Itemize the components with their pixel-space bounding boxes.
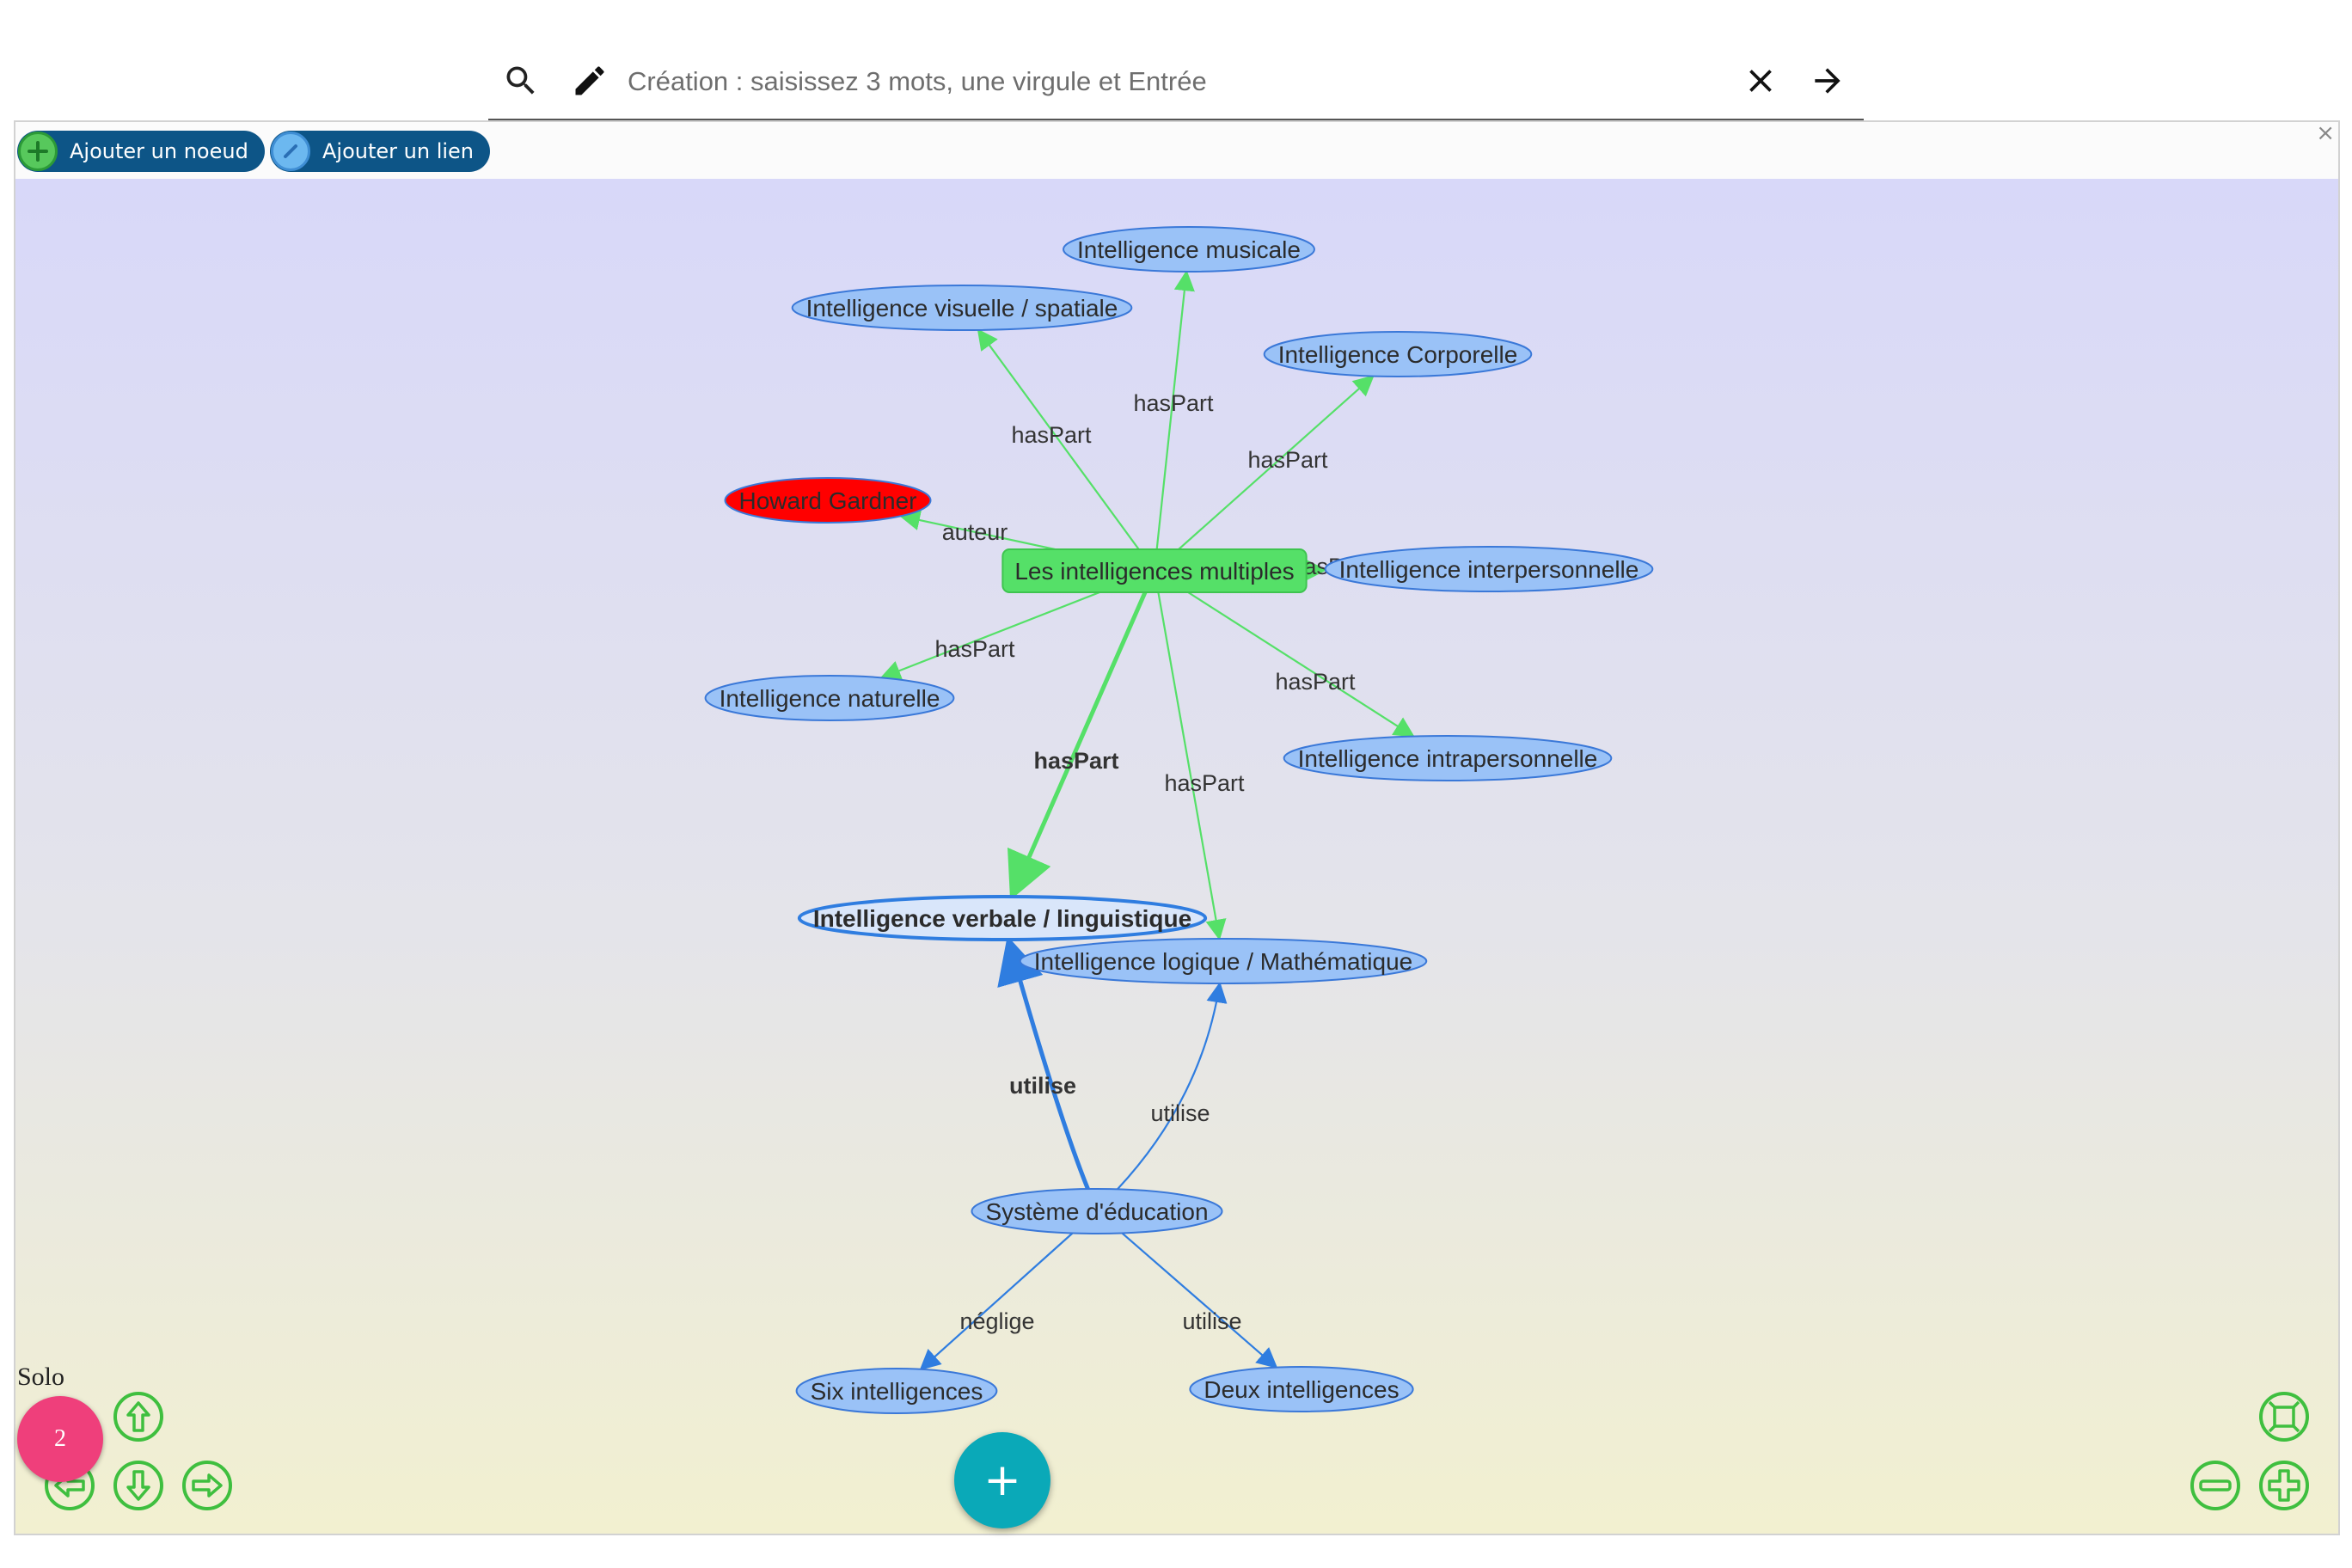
node-deux[interactable]: Deux intelligences <box>1189 1366 1414 1412</box>
node-corporelle[interactable]: Intelligence Corporelle <box>1263 331 1533 377</box>
node-layer: Les intelligences multiplesIntelligence … <box>704 226 1654 1414</box>
edge-label: auteur <box>942 519 1008 545</box>
edge-center-naturelle[interactable] <box>879 591 1100 681</box>
node-label: Six intelligences <box>811 1378 983 1405</box>
node-musicale[interactable]: Intelligence musicale <box>1063 226 1315 273</box>
arrow-right-icon[interactable] <box>1809 62 1847 100</box>
edge-label-layer: hasPart hasPart hasPart auteur hasPart hasPar… <box>934 390 1371 1334</box>
link-icon <box>271 132 310 171</box>
edge-label: utilise <box>1009 1073 1076 1099</box>
edge-label: néglige <box>959 1308 1034 1334</box>
search-input[interactable] <box>626 57 1747 107</box>
node-label: Les intelligences multiples <box>1014 558 1294 585</box>
zoom-in-icon[interactable] <box>2258 1460 2310 1511</box>
graph-toolbar: Ajouter un noeud Ajouter un lien × <box>15 122 2338 180</box>
node-gardner[interactable]: Howard Gardner <box>724 477 932 524</box>
edge-center-verbale[interactable] <box>1007 591 1148 901</box>
node-interpersonnelle[interactable]: Intelligence interpersonnelle <box>1324 546 1654 592</box>
edge-center-intrapersonnelle[interactable] <box>1187 591 1415 738</box>
edge-center-visuelle[interactable] <box>977 328 1140 550</box>
node-education[interactable]: Système d'éducation <box>971 1188 1223 1234</box>
node-label: Intelligence verbale / linguistique <box>813 905 1191 932</box>
add-link-button[interactable]: Ajouter un lien <box>270 131 490 172</box>
graph-panel: Ajouter un noeud Ajouter un lien × hasPa… <box>14 120 2340 1535</box>
node-label: Deux intelligences <box>1204 1376 1399 1403</box>
concept-map[interactable]: hasPart hasPart hasPart auteur hasPart hasPar… <box>15 179 2340 1535</box>
pencil-icon[interactable] <box>571 62 609 100</box>
node-visuelle[interactable]: Intelligence visuelle / spatiale <box>791 285 1133 331</box>
node-label: Intelligence Corporelle <box>1278 341 1518 368</box>
node-label: Intelligence naturelle <box>720 685 940 712</box>
edge-label: hasPart <box>1011 422 1092 448</box>
edge-label: utilise <box>1182 1308 1241 1334</box>
edge-center-gardner[interactable] <box>898 510 1056 551</box>
edge-education-six[interactable] <box>919 1232 1074 1371</box>
node-center[interactable]: Les intelligences multiples <box>1001 548 1308 593</box>
node-label: Intelligence visuelle / spatiale <box>806 295 1118 322</box>
arrow-right-nav-icon[interactable] <box>181 1460 233 1511</box>
node-label: Howard Gardner <box>739 487 917 514</box>
edge-label: hasPart <box>934 636 1015 662</box>
edge-education-deux[interactable] <box>1121 1232 1278 1369</box>
graph-canvas[interactable]: hasPart hasPart hasPart auteur hasPart hasPar… <box>15 179 2340 1535</box>
node-naturelle[interactable]: Intelligence naturelle <box>704 675 955 721</box>
node-six[interactable]: Six intelligences <box>795 1368 998 1414</box>
fit-view-icon[interactable] <box>2258 1391 2310 1442</box>
edge-education-logique[interactable] <box>1117 982 1228 1191</box>
edge-label: hasPart <box>1133 390 1214 416</box>
edge-center-logique[interactable] <box>1157 591 1227 940</box>
node-label: Intelligence interpersonnelle <box>1339 556 1639 583</box>
edge-label: hasPart <box>1164 770 1245 796</box>
add-node-label: Ajouter un noeud <box>70 139 248 163</box>
node-verbale[interactable]: Intelligence verbale / linguistique <box>797 895 1208 941</box>
notification-badge[interactable]: 2 <box>17 1396 103 1482</box>
edge-education-verbale[interactable] <box>997 935 1090 1191</box>
search-icon[interactable] <box>502 62 540 100</box>
edge-label: hasPart <box>1247 447 1328 473</box>
zoom-out-icon[interactable] <box>2190 1460 2241 1511</box>
add-link-label: Ajouter un lien <box>322 139 475 163</box>
edge-label: utilise <box>1150 1100 1210 1126</box>
search-bar <box>488 43 1864 120</box>
node-label: Système d'éducation <box>985 1198 1208 1225</box>
node-label: Intelligence musicale <box>1077 236 1301 263</box>
edge-center-musicale[interactable] <box>1155 269 1195 550</box>
node-label: Intelligence intrapersonnelle <box>1298 745 1598 772</box>
clear-icon[interactable] <box>1742 62 1779 100</box>
add-circle-icon <box>18 132 58 171</box>
close-panel-icon[interactable]: × <box>2316 120 2335 146</box>
node-logique[interactable]: Intelligence logique / Mathématique <box>1019 938 1428 984</box>
add-fab-button[interactable]: + <box>954 1432 1050 1528</box>
edge-label: hasPart <box>1275 669 1356 695</box>
edge-layer <box>879 269 1415 1371</box>
arrow-down-icon[interactable] <box>113 1460 164 1511</box>
node-label: Intelligence logique / Mathématique <box>1034 948 1413 975</box>
edge-label: hasPart <box>1033 748 1118 774</box>
add-node-button[interactable]: Ajouter un noeud <box>17 131 265 172</box>
edge-center-corporelle[interactable] <box>1178 375 1375 550</box>
arrow-up-icon[interactable] <box>113 1391 164 1442</box>
node-intrapersonnelle[interactable]: Intelligence intrapersonnelle <box>1283 735 1613 781</box>
solo-label: Solo <box>17 1363 65 1391</box>
